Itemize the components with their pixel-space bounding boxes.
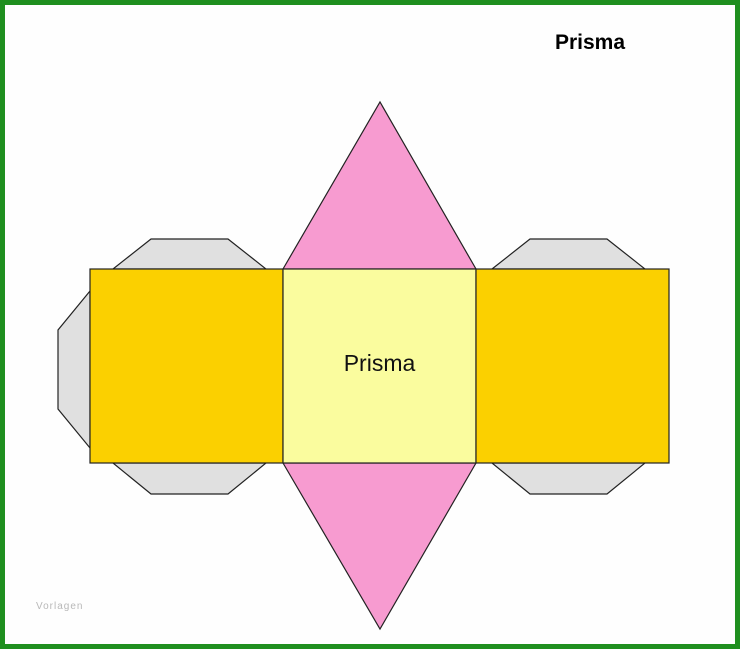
page-title: Prisma bbox=[554, 31, 626, 54]
side-face-left bbox=[89, 268, 284, 464]
center-face bbox=[282, 268, 477, 464]
side-face-right bbox=[475, 268, 670, 464]
glue-tab-right-top bbox=[490, 238, 647, 270]
glue-tab-right-bottom bbox=[490, 462, 647, 495]
watermark-text: Vorlagen bbox=[36, 601, 84, 612]
glue-tab-left-top bbox=[111, 238, 268, 270]
glue-tab-left-side bbox=[57, 289, 91, 450]
glue-tab-left-bottom bbox=[111, 462, 268, 495]
triangle-face-top bbox=[281, 100, 478, 270]
triangle-face-bottom bbox=[281, 462, 478, 631]
